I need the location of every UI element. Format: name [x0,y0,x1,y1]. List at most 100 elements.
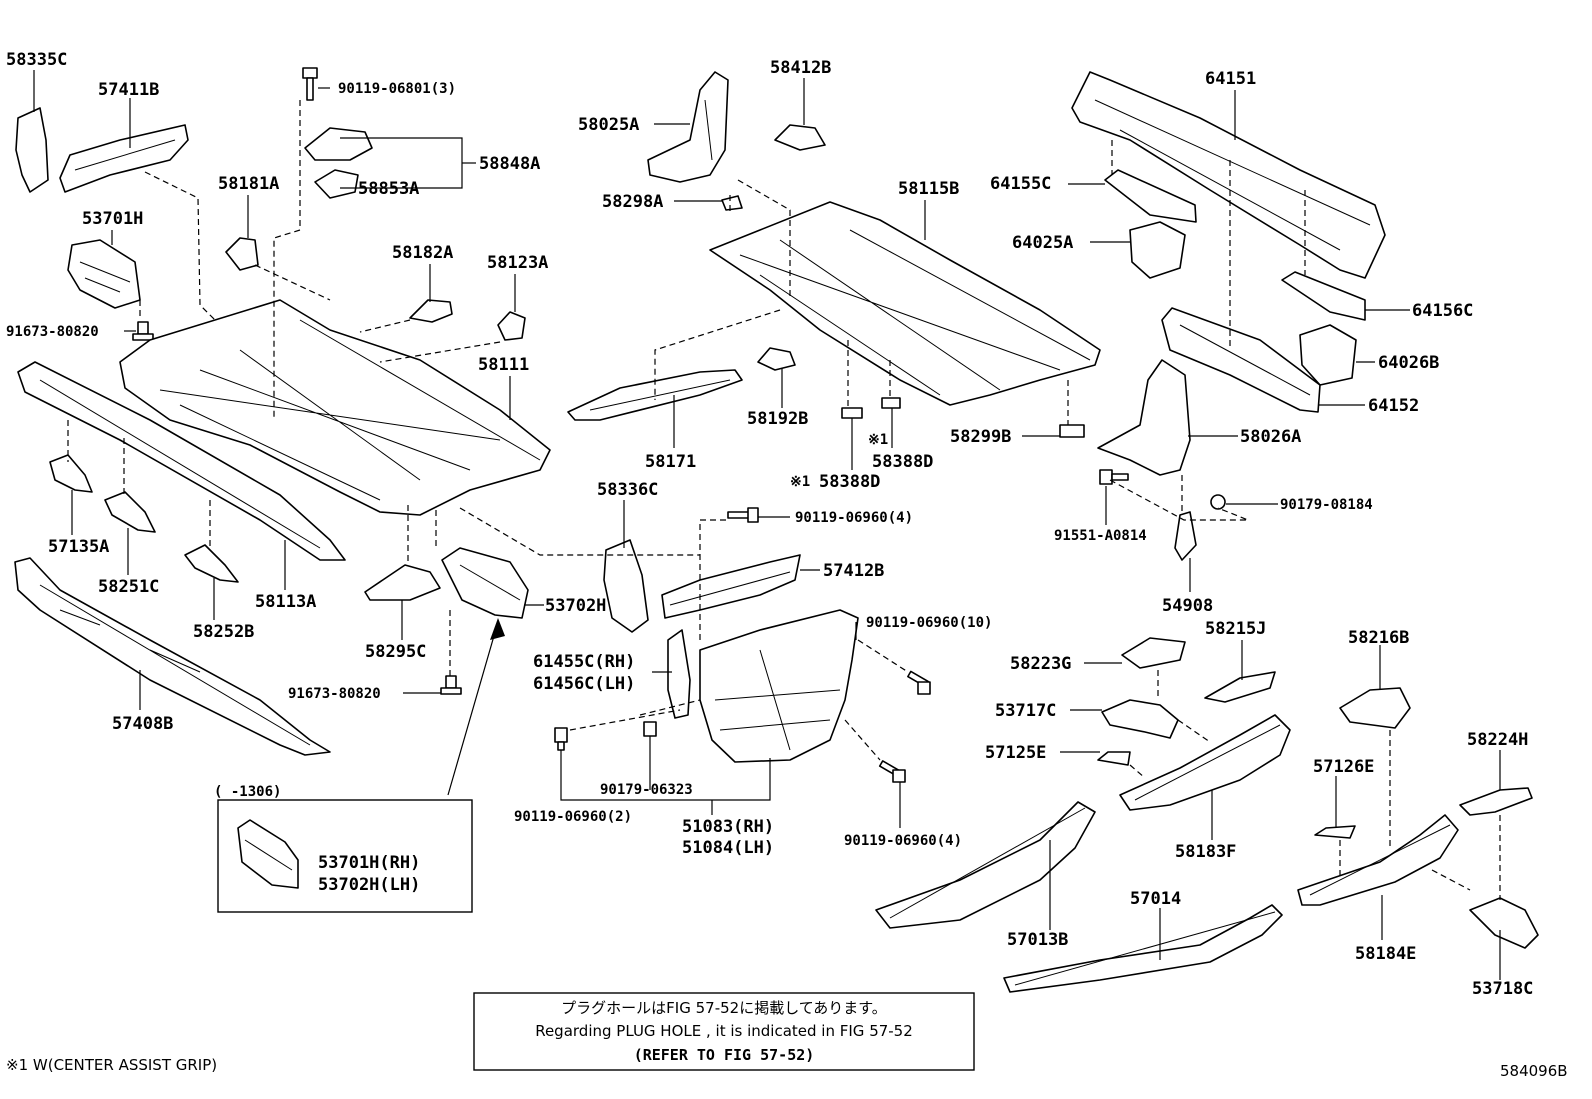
label-58123A: 58123A [487,253,548,273]
part-58192B-shape [757,347,796,371]
label-58388D-b: 58388D [819,472,880,492]
label-64025A: 64025A [1012,233,1073,253]
inset-box [217,799,473,913]
part-58113A-shape [17,361,346,561]
part-57126E-shape [1314,825,1356,839]
note-mark-1: ※1 [868,432,888,448]
part-58388D-b-shape [881,397,901,409]
label-61456C: 61456C(LH) [533,674,635,694]
label-58025A: 58025A [578,115,639,135]
inset-label-lh: 53702H(LH) [318,875,420,895]
note-japanese: プラグホールはFIG 57-52に掲載してあります。 [561,999,887,1017]
label-58853A: 58853A [358,179,419,199]
part-58181A-shape [225,237,259,271]
label-61455C: 61455C(RH) [533,652,635,672]
part-53718C-shape [1469,897,1539,949]
part-58388D-a-shape [841,407,863,419]
label-58412B: 58412B [770,58,831,78]
part-58848A-shape [304,127,373,161]
label-58224H: 58224H [1467,730,1528,750]
part-58299B-shape [1059,424,1085,438]
part-58184E-shape [1297,814,1459,906]
nut-90179-08184-icon [1210,494,1226,510]
label-90179-08184: 90179-08184 [1280,497,1373,513]
note-mark-2: ※1 [790,474,810,490]
part-57408B-shape [14,557,331,756]
bolt-90119-06960-b-icon [907,670,931,695]
label-58183F: 58183F [1175,842,1236,862]
part-58336C-shape [603,539,649,633]
figure-code: 584096B [1500,1062,1568,1080]
part-58216B-shape [1339,687,1411,729]
part-64026B-shape [1299,324,1357,386]
label-58252B: 58252B [193,622,254,642]
part-58223G-shape [1121,637,1186,669]
part-57014-shape [1003,904,1283,993]
label-51084: 51084(LH) [682,838,774,858]
bolt-91673-top-icon [132,321,154,341]
label-58182A: 58182A [392,243,453,263]
leader-lines [33,70,1501,980]
part-57125E-shape [1097,751,1131,766]
note-reference: (REFER TO FIG 57-52) [634,1046,815,1064]
part-58295C-shape [364,564,441,601]
part-54908-shape [1174,511,1197,561]
part-58853A-shape [314,169,359,199]
inset-range: ( -1306) [214,784,281,800]
part-64025A-shape [1129,221,1186,279]
label-57408B: 57408B [112,714,173,734]
label-58115B: 58115B [898,179,959,199]
part-57013B-shape [875,801,1096,929]
label-57013B: 57013B [1007,930,1068,950]
assembly-lines [67,100,1501,900]
label-54908: 54908 [1162,596,1213,616]
part-58251C-shape [104,491,156,533]
part-58215J-shape [1204,671,1276,703]
note-box [473,992,975,1071]
footnote: ※1 W(CENTER ASSIST GRIP) [6,1056,217,1074]
part-53701H-shape [67,239,141,309]
part-64151-shape [1071,71,1386,279]
part-labels: 58335C 57411B 90119-06801(3) 58848A 5885… [6,50,1533,999]
label-57125E: 57125E [985,743,1046,763]
bolt-90119-06960-d-icon [878,760,906,783]
label-90119-06801: 90119-06801(3) [338,81,456,97]
part-58252B-shape [184,544,239,583]
label-58113A: 58113A [255,592,316,612]
note-text: プラグホールはFIG 57-52に掲載してあります。 Regarding PLU… [535,999,913,1064]
label-64026B: 64026B [1378,353,1439,373]
part-58111-floor-shape [119,299,551,516]
part-58115B-shape [709,201,1101,406]
label-58181A: 58181A [218,174,279,194]
part-58412B-shape [774,124,826,151]
note-english: Regarding PLUG HOLE , it is indicated in… [535,1022,913,1040]
part-57411B-shape [59,124,189,193]
label-58184E: 58184E [1355,944,1416,964]
part-61455C-shape [667,629,691,719]
part-58335C-shape [15,107,49,193]
label-90119-06960-2: 90119-06960(2) [514,809,632,825]
label-58215J: 58215J [1205,619,1266,639]
label-53702H: 53702H [545,596,606,616]
part-64155C-shape [1104,169,1197,223]
label-53717C: 53717C [995,701,1056,721]
label-58223G: 58223G [1010,654,1071,674]
inset-part-shape [237,819,299,889]
label-57135A: 57135A [48,537,109,557]
label-58388D-a: 58388D [872,452,933,472]
part-51083-shape [699,609,859,763]
part-57135A-shape [49,454,93,493]
label-53701H: 53701H [82,209,143,229]
label-90119-06960-4a: 90119-06960(4) [795,510,913,526]
label-58298A: 58298A [602,192,663,212]
label-64151: 64151 [1205,69,1256,89]
bolt-91673-bottom-icon [440,675,462,695]
label-64152: 64152 [1368,396,1419,416]
part-58171-shape [567,369,743,421]
label-58848A: 58848A [479,154,540,174]
part-58123A-shape [497,311,526,341]
inset-labels: ( -1306) 53701H(RH) 53702H(LH) [214,784,420,895]
label-57412B: 57412B [823,561,884,581]
bolt-91551-A0814-icon [1099,469,1129,485]
part-58224H-shape [1459,787,1533,816]
